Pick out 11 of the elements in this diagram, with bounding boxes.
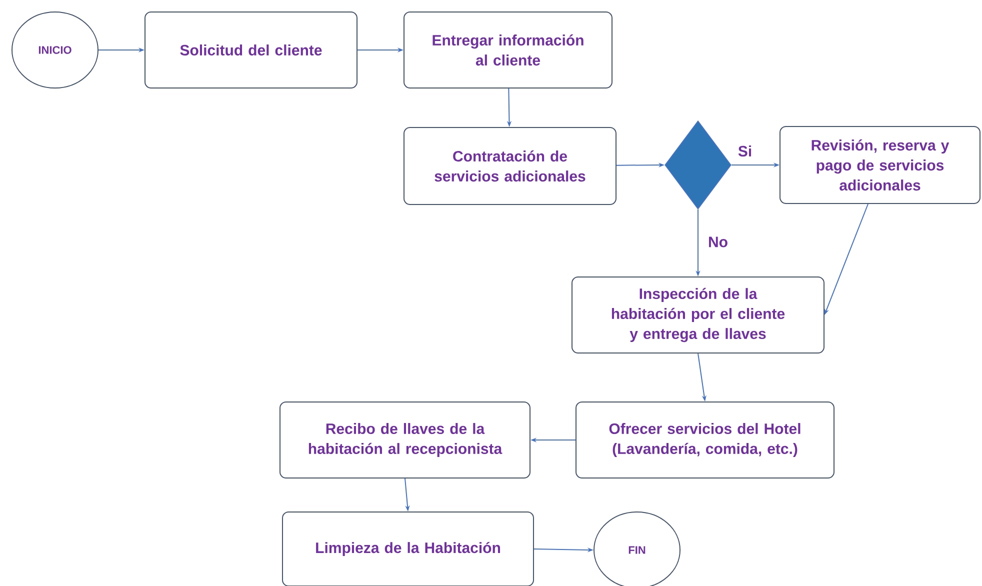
process-box: Recibo de llaves de la habitación al recepcionista xyxy=(280,402,530,478)
process-box: Entregar información al cliente xyxy=(404,12,612,88)
process-box: Ofrecer servicios del Hotel (Lavandería, comida, etc.) xyxy=(576,402,834,478)
process-box: Contratación de servicios adicionales xyxy=(404,127,616,205)
process-box: Revisión, reserva y pago de servicios adicionales xyxy=(780,126,981,204)
terminal-oval: INICIO xyxy=(12,12,98,88)
edge-label: No xyxy=(707,236,729,248)
process-box: Solicitud del cliente xyxy=(144,12,358,88)
edge-label: Si xyxy=(736,144,754,158)
process-box: Inspección de la habitación por el cliente y entrega de llaves xyxy=(572,276,825,354)
process-box: Limpieza de la Habitación xyxy=(282,512,534,586)
